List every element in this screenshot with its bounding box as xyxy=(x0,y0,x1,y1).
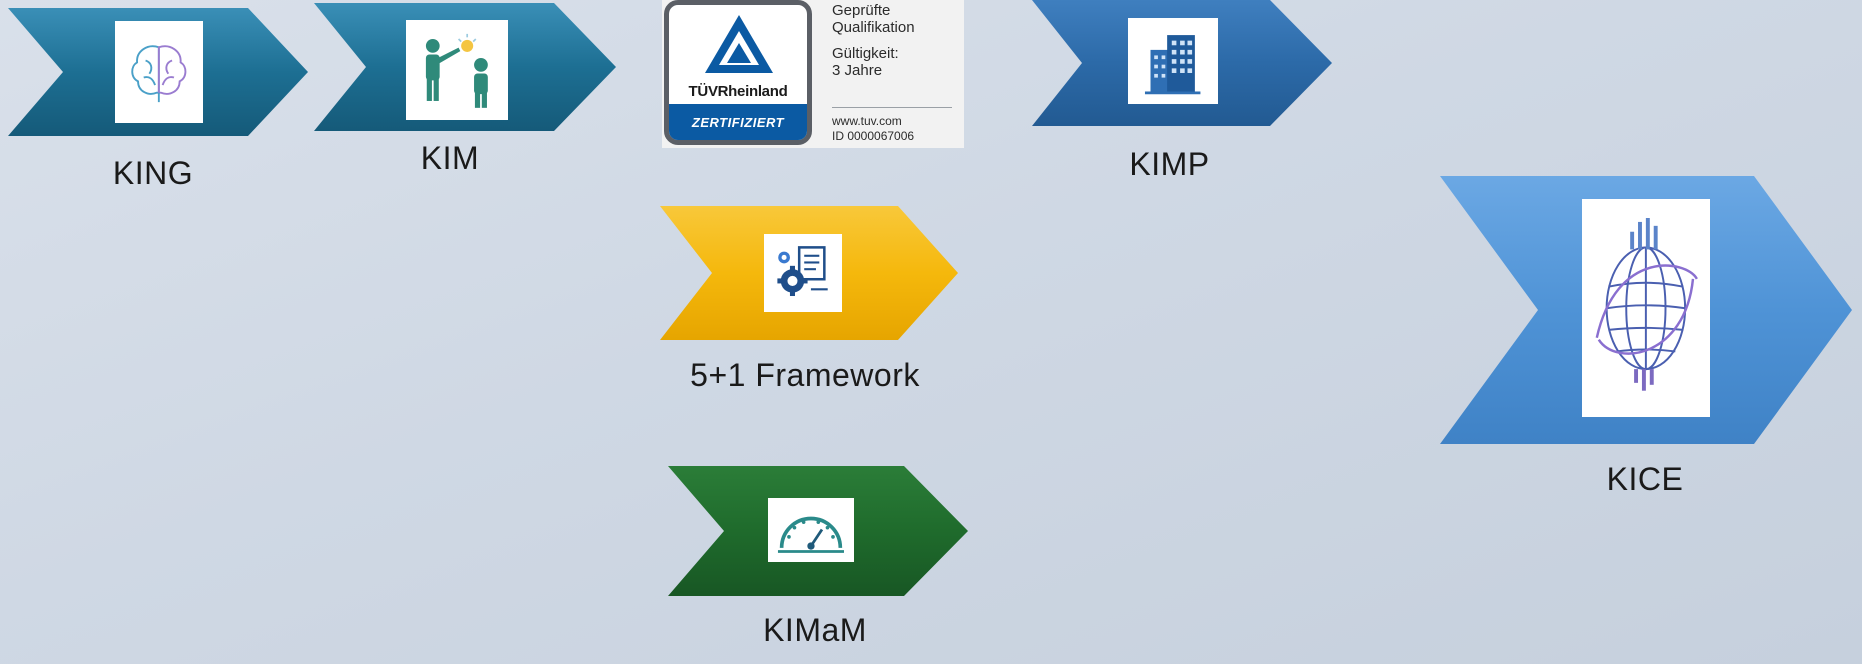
kice-label: KICE xyxy=(1606,461,1684,497)
cert-line-4: 3 Jahre xyxy=(832,62,883,79)
brain-icon xyxy=(131,45,187,103)
framework-chevron[interactable] xyxy=(660,206,958,340)
gauge-icon xyxy=(777,517,845,554)
king-label: KING xyxy=(112,155,194,191)
kimp-icon-box xyxy=(1128,18,1218,104)
framework-icon-box xyxy=(764,234,842,312)
king-chevron[interactable] xyxy=(8,8,308,136)
kice-icon-box xyxy=(1582,199,1710,417)
cert-divider xyxy=(832,107,952,108)
tuv-brand: TÜVRheinland xyxy=(688,83,788,100)
kimp-chevron[interactable] xyxy=(1032,0,1332,126)
cert-line-1: Geprüfte xyxy=(832,2,891,19)
kice-chevron[interactable] xyxy=(1440,176,1852,444)
presenter-icon xyxy=(426,33,488,108)
cert-line-3: Gültigkeit: xyxy=(832,45,899,62)
cert-url: www.tuv.com xyxy=(832,114,902,128)
framework-label: 5+1 Framework xyxy=(690,357,920,393)
kimam-chevron[interactable] xyxy=(668,466,968,596)
kim-chevron[interactable] xyxy=(314,3,616,131)
kimam-icon-box xyxy=(768,498,854,562)
tuv-certificate: TÜVRheinland ZERTIFIZIERT Geprüfte Quali… xyxy=(662,0,964,148)
tuv-badge-text: ZERTIFIZIERT xyxy=(669,104,807,140)
kim-icon-box xyxy=(406,20,508,120)
globe-icon xyxy=(1595,217,1699,391)
kimp-label: KIMP xyxy=(1129,146,1210,182)
king-icon-box xyxy=(115,21,203,123)
kim-label: KIM xyxy=(420,140,480,176)
cert-id: ID 0000067006 xyxy=(832,129,915,143)
building-icon xyxy=(1145,35,1201,95)
tuv-triangle-icon xyxy=(705,15,773,73)
gears-document-icon xyxy=(777,246,829,297)
kimam-label: KIMaM xyxy=(763,612,867,648)
cert-line-2: Qualifikation xyxy=(832,19,915,36)
tuv-rheinland-logo: TÜVRheinland ZERTIFIZIERT xyxy=(664,0,812,145)
